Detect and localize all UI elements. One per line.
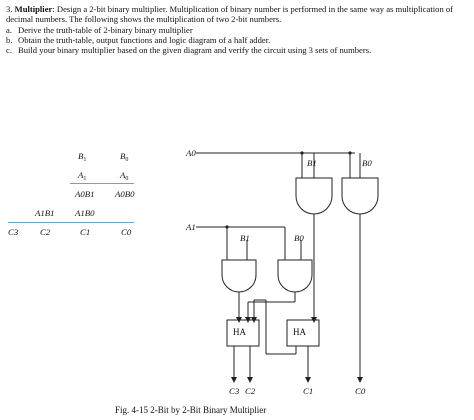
- problem-number: 3.: [6, 4, 13, 14]
- mult-rule-1: [70, 183, 134, 184]
- mult-c2: C2: [40, 227, 51, 237]
- mult-a1: A1: [78, 170, 87, 182]
- output-c1: C1: [303, 386, 314, 396]
- mult-a1b0: A1B0: [75, 208, 95, 218]
- and-gate-a0b1: [295, 177, 333, 215]
- task-item-b: b.Obtain the truth-table, output functio…: [6, 34, 271, 45]
- problem-intro: : Design a 2-bit binary multiplier. Mult…: [6, 4, 454, 25]
- output-c3: C3: [229, 386, 240, 396]
- label-a0: A0: [186, 148, 196, 158]
- half-adder-right: [286, 319, 320, 347]
- ha-left-label: HA: [233, 327, 246, 337]
- and-gate-a1b1: [221, 259, 257, 293]
- mult-rule-2: [8, 222, 134, 223]
- label-a1: A1: [186, 222, 196, 232]
- label-b1-top: B1: [307, 158, 317, 168]
- figure-caption: Fig. 4-15 2-Bit by 2-Bit Binary Multipli…: [115, 405, 267, 415]
- problem-statement: 3. Multiplier: Design a 2-bit binary mul…: [6, 4, 468, 55]
- task-item-a: a.Derive the truth-table of 2-binary bin…: [6, 24, 193, 35]
- mult-b1: B1: [78, 151, 87, 163]
- and-gate-a0b0: [341, 177, 379, 215]
- ha-right-label: HA: [293, 327, 306, 337]
- mult-a0: A0: [120, 170, 129, 182]
- mult-c0: C0: [121, 227, 132, 237]
- mult-c1: C1: [80, 227, 91, 237]
- problem-title: Multiplier: [14, 4, 53, 14]
- mult-a0b1: A0B1: [75, 189, 95, 199]
- mult-a0b0: A0B0: [115, 189, 135, 199]
- output-c0: C0: [355, 386, 366, 396]
- output-c2: C2: [245, 386, 256, 396]
- half-adder-left: [226, 319, 260, 347]
- mult-a1b1: A1B1: [35, 208, 55, 218]
- task-list: a.Derive the truth-table of 2-binary bin…: [6, 25, 468, 56]
- mult-c3: C3: [8, 227, 19, 237]
- label-b1-bottom: B1: [240, 233, 250, 243]
- label-b0-top: B0: [362, 158, 372, 168]
- mult-b0: B0: [120, 151, 129, 163]
- label-b0-bottom: B0: [294, 233, 304, 243]
- and-gate-a1b0: [277, 259, 313, 293]
- task-item-c: c.Build your binary multiplier based on …: [6, 45, 372, 56]
